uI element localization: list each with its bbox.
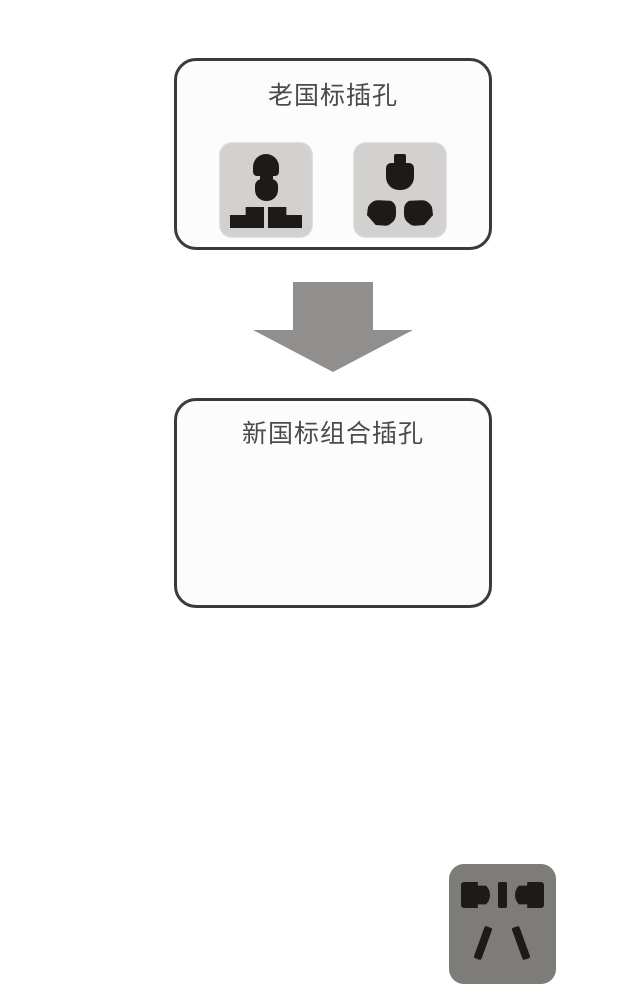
down-arrow-icon	[253, 282, 413, 372]
universal-multi-standard-socket	[219, 142, 313, 238]
two-pin-left-flat-hole-icon	[461, 882, 490, 908]
three-pin-left-angled-slot-icon	[473, 925, 493, 961]
old-standard-panel: 老国标插孔	[174, 58, 492, 250]
new-standard-panel: 新国标组合插孔	[174, 398, 556, 984]
bottom-left-hole-icon	[367, 200, 396, 226]
top-round-hole-lower-icon	[254, 179, 278, 201]
top-ground-hole-icon	[386, 163, 414, 190]
top-round-hole-icon	[253, 154, 279, 176]
two-pin-center-slot-icon	[498, 882, 507, 908]
five-hole-combined-socket	[449, 864, 556, 984]
bottom-left-angled-hole-icon	[230, 207, 264, 228]
three-pin-right-angled-slot-icon	[511, 925, 531, 961]
old-standard-title: 老国标插孔	[267, 81, 398, 110]
three-pin-grounded-socket	[353, 142, 447, 238]
top-round-hole-neck-icon	[259, 172, 273, 183]
new-standard-title: 新国标组合插孔	[241, 419, 424, 448]
bottom-right-hole-icon	[404, 200, 433, 226]
bottom-right-angled-hole-icon	[268, 207, 302, 228]
two-pin-right-flat-hole-icon	[515, 882, 544, 908]
